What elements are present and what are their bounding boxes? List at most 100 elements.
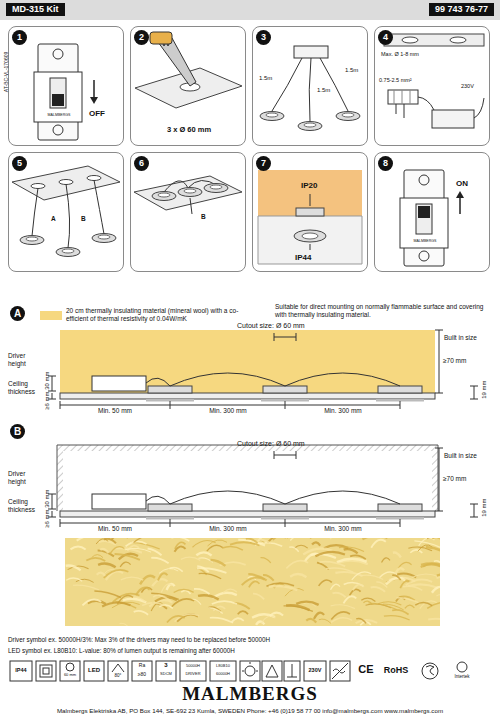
symbol-label: SDCM	[160, 672, 172, 677]
wool-fibre	[286, 605, 310, 610]
callout-text: 1.5m	[317, 87, 330, 94]
wool-fibre	[104, 570, 129, 578]
symbol-label: LED	[88, 667, 100, 674]
dimension: Driver height	[8, 470, 42, 486]
wool-fibre	[127, 538, 149, 539]
wool-fibre	[148, 548, 162, 555]
wool-fibre	[286, 561, 308, 569]
wool-fibre	[115, 554, 140, 560]
wool-fibre	[376, 582, 387, 588]
wool-fibre	[412, 574, 439, 578]
wool-fibre	[126, 541, 147, 546]
wool-fibre	[151, 558, 168, 563]
wool-fibre	[66, 578, 82, 581]
lamps-fitted	[134, 176, 242, 214]
wool-fibre	[242, 577, 265, 585]
callout-text: B	[81, 215, 86, 223]
wool-fibre	[66, 566, 81, 571]
wool-fibre	[104, 539, 116, 543]
callout-text: 3 x Ø 60 mm	[167, 125, 211, 134]
symbol-label: 230V	[309, 667, 322, 674]
wool-fibre	[121, 577, 143, 580]
document-code: AT-BC-VL-170609	[3, 52, 9, 92]
symbol-label: L80B10	[216, 664, 230, 669]
callout-text: IP44	[295, 253, 311, 263]
wool-fibre	[174, 546, 185, 551]
wool-fibre	[170, 567, 183, 571]
dimension: ≥70 mm	[443, 475, 466, 483]
wool-fibre	[210, 618, 233, 623]
callout-text: 230V	[461, 83, 474, 90]
wool-fibre	[134, 538, 161, 543]
footnote: LED symbol ex. L80B10: L-value: 80% of l…	[8, 647, 492, 655]
wool-fibre	[88, 601, 106, 604]
wool-fibre	[330, 538, 343, 539]
wool-fibre	[368, 603, 396, 609]
breaker-on	[400, 170, 464, 266]
callout-text: IP20	[301, 181, 317, 191]
step-panel: 5AB	[8, 152, 124, 272]
dimension: Min. 300 mm	[324, 525, 362, 533]
wool-fibre	[248, 574, 266, 580]
breaker-off	[34, 44, 98, 140]
dimension: Built in size	[444, 452, 484, 460]
wool-fibre	[337, 559, 367, 562]
wool-fibre	[406, 579, 433, 585]
section-marker: B	[10, 424, 26, 440]
step-number: 5	[12, 156, 27, 171]
wool-fibre	[102, 603, 130, 607]
symbol-label: IP44	[15, 667, 26, 674]
saw-board	[135, 32, 242, 108]
dimension: ≥6 mm	[43, 510, 50, 528]
wool-fibre	[112, 538, 137, 539]
wool-fibre	[86, 558, 105, 561]
dimension: Min. 50 mm	[98, 525, 132, 533]
dimension: 19 mm	[480, 499, 487, 517]
step-panel: 4Max. Ø 1-8 mm0.75-2.5 mm²230V	[374, 26, 490, 146]
symbol-label: 60 mm	[64, 673, 76, 678]
symbol-label: ≥80	[138, 671, 146, 677]
wool-texture	[66, 538, 440, 626]
wool-fibre	[70, 546, 85, 549]
symbol-row	[10, 661, 467, 681]
dimension: ≥6 mm	[43, 392, 50, 410]
callout-text: ON	[456, 179, 468, 189]
wool-fibre	[120, 623, 130, 626]
wool-fibre	[197, 568, 227, 573]
wool-fibre	[331, 618, 352, 623]
wool-fibre	[332, 593, 345, 597]
dimension: Cutout size: Ø 60 mm	[237, 322, 305, 330]
title-bar-ground	[0, 0, 500, 20]
wool-fibre	[268, 538, 286, 543]
wool-fibre	[270, 613, 283, 616]
wool-fibre	[290, 538, 311, 540]
step-number: 6	[134, 156, 149, 171]
section-b	[48, 445, 478, 527]
symbol-label: DRIVER	[185, 672, 200, 677]
wool-fibre	[432, 538, 440, 540]
wool-fibre	[371, 540, 386, 548]
wool-fibre	[158, 595, 171, 602]
callout-text: B	[201, 213, 206, 221]
wool-fibre	[306, 619, 316, 623]
wool-fibre	[405, 605, 415, 608]
legend-text: 20 cm thermally insulating material (min…	[66, 307, 256, 323]
wool-fibre	[142, 603, 165, 606]
wool-fibre	[269, 586, 298, 590]
wool-fibre	[249, 581, 260, 587]
note: Suitable for direct mounting on normally…	[275, 303, 490, 319]
wool-fibre	[192, 541, 215, 548]
lamps-driver	[260, 46, 360, 131]
step-number: 4	[378, 30, 393, 45]
wool-fibre	[223, 589, 237, 593]
legend-swatch	[40, 311, 62, 320]
wool-fibre	[193, 599, 201, 604]
wool-fibre	[136, 588, 150, 596]
dimension: Min. 300 mm	[209, 407, 247, 415]
step-number: 3	[256, 30, 271, 45]
step-panel: 31.5m1.5m1.5m	[252, 26, 368, 146]
address: Malmbergs Elektriska AB, PO Box 144, SE-…	[57, 707, 443, 714]
wool-fibre	[356, 619, 366, 624]
symbol-label: RoHS	[384, 665, 409, 676]
wool-fibre	[117, 595, 133, 604]
